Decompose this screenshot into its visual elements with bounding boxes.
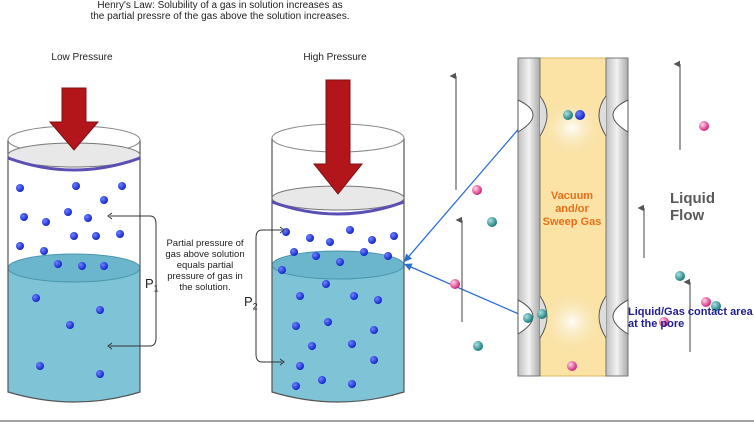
high-pressure-label: High Pressure — [303, 52, 367, 63]
membrane-wall-left — [517, 57, 541, 377]
membrane-pore — [517, 57, 629, 377]
liquid-flow-label: Liquid Flow — [670, 190, 715, 224]
low-liquid — [8, 268, 140, 402]
flow-molecules — [450, 121, 721, 351]
low-pressure-arrow — [48, 87, 100, 151]
liquid-flow-arrows — [449, 60, 691, 352]
p2-label: P2 — [244, 294, 258, 312]
diagram-title: Henry's Law: Solubility of a gas in solu… — [90, 0, 350, 22]
high-pressure-cylinder — [271, 79, 405, 403]
p2-bracket — [255, 229, 282, 363]
membrane-wall-right — [605, 57, 629, 377]
low-pressure-label: Low Pressure — [51, 52, 113, 63]
pore-arrow-lower — [403, 263, 529, 319]
p1-label: P1 — [145, 276, 159, 294]
high-liquid — [272, 265, 404, 402]
low-pressure-cylinder — [7, 87, 141, 403]
pore-arrow-upper — [403, 117, 529, 263]
contact-area-label: Liquid/Gas contact area at the pore — [628, 306, 753, 330]
p1-bracket — [110, 215, 157, 347]
partial-pressure-explanation: Partial pressure of gas above solution e… — [165, 238, 245, 293]
high-gas-molecules — [278, 226, 398, 390]
low-gas-molecules — [16, 182, 126, 378]
high-pressure-arrow — [312, 79, 364, 195]
vacuum-sweep-gas-label: Vacuum and/or Sweep Gas — [542, 190, 602, 228]
